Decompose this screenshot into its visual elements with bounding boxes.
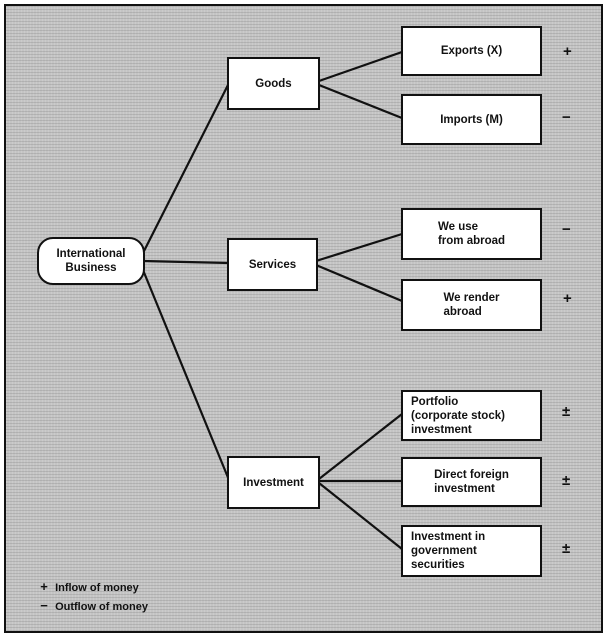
category-label: Services bbox=[248, 258, 297, 271]
legend-item-inflow: + Inflow of money bbox=[36, 578, 148, 597]
item-node-government-securities: Investment in government securities bbox=[401, 525, 542, 577]
sign-we-render: + bbox=[563, 290, 572, 307]
category-node-goods: Goods bbox=[227, 57, 320, 110]
connector-root-investment bbox=[141, 268, 231, 482]
sign-government: ± bbox=[562, 540, 571, 557]
connector-services-we-render bbox=[314, 263, 404, 303]
connector-services-we-use bbox=[314, 232, 404, 263]
item-label: Direct foreign investment bbox=[434, 469, 509, 495]
item-node-imports: Imports (M) bbox=[401, 94, 542, 145]
category-label: Investment bbox=[243, 476, 304, 489]
connector-goods-imports bbox=[317, 83, 404, 120]
sign-direct-foreign: ± bbox=[562, 472, 571, 489]
legend-text-inflow: Inflow of money bbox=[55, 582, 139, 594]
legend-symbol-plus: + bbox=[40, 579, 48, 594]
item-label: We use from abroad bbox=[437, 221, 506, 247]
legend: + Inflow of money − Outflow of money bbox=[36, 578, 148, 616]
connector-investment-government bbox=[317, 481, 404, 551]
legend-symbol-minus: − bbox=[40, 598, 48, 613]
connector-investment-portfolio bbox=[317, 412, 404, 481]
legend-item-outflow: − Outflow of money bbox=[36, 597, 148, 616]
root-node-label: International Business bbox=[56, 248, 126, 274]
item-label: Imports (M) bbox=[440, 113, 503, 126]
category-node-investment: Investment bbox=[227, 456, 320, 509]
item-node-we-use-from-abroad: We use from abroad bbox=[401, 208, 542, 260]
item-label: Portfolio (corporate stock) investment bbox=[411, 395, 505, 436]
item-node-direct-foreign-investment: Direct foreign investment bbox=[401, 457, 542, 507]
connector-root-goods bbox=[141, 81, 231, 255]
sign-exports: + bbox=[563, 43, 572, 60]
item-node-portfolio-investment: Portfolio (corporate stock) investment bbox=[401, 390, 542, 441]
root-node-international-business: International Business bbox=[37, 237, 145, 285]
category-node-services: Services bbox=[227, 238, 318, 291]
item-node-we-render-abroad: We render abroad bbox=[401, 279, 542, 331]
connector-goods-exports bbox=[317, 50, 404, 83]
connector-root-services bbox=[141, 259, 231, 265]
sign-portfolio: ± bbox=[562, 403, 571, 420]
item-label: Exports (X) bbox=[440, 45, 503, 57]
sign-we-use: − bbox=[562, 221, 571, 238]
item-label: We render abroad bbox=[443, 292, 500, 318]
item-label: Investment in government securities bbox=[411, 531, 486, 571]
category-label: Goods bbox=[255, 77, 292, 90]
legend-text-outflow: Outflow of money bbox=[55, 601, 148, 613]
item-node-exports: Exports (X) bbox=[401, 26, 542, 76]
sign-imports: − bbox=[562, 109, 571, 126]
